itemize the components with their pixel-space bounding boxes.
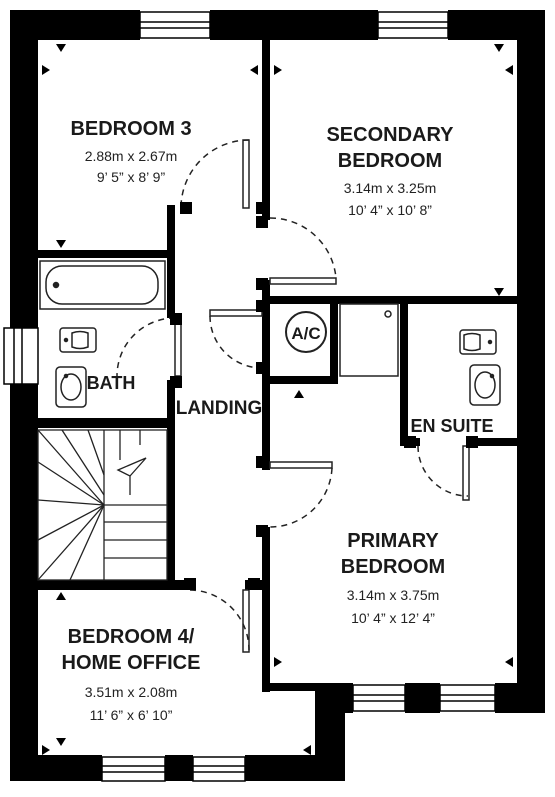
exterior-walls	[10, 10, 545, 781]
primary-name-line2: BEDROOM	[341, 556, 445, 578]
window-bath	[3, 327, 39, 385]
ac-label: A/C	[291, 324, 320, 343]
door-ensuite	[417, 445, 470, 501]
primary-imperial: 10’ 4” x 12’ 4”	[351, 610, 435, 626]
primary-metric: 3.14m x 3.75m	[347, 587, 440, 603]
bedroom4-imperial: 11’ 6” x 6’ 10”	[90, 707, 173, 723]
secondary-name-line1: SECONDARY	[326, 124, 454, 146]
window-primary-right	[439, 684, 496, 712]
door-bedroom4	[189, 589, 250, 653]
window-bedroom4-left	[101, 756, 166, 782]
windows	[3, 11, 496, 782]
window-bedroom3	[139, 11, 211, 39]
shower	[339, 303, 399, 377]
bedroom3-name: BEDROOM 3	[70, 118, 191, 140]
staircase	[37, 429, 168, 581]
window-secondary	[377, 11, 449, 39]
bedroom4-metric: 3.51m x 2.08m	[85, 684, 178, 700]
window-primary-left	[352, 684, 406, 712]
secondary-metric: 3.14m x 3.25m	[344, 180, 437, 196]
basin-ensuite	[469, 364, 501, 406]
bathtub	[39, 260, 166, 310]
interior-walls	[10, 40, 545, 692]
door-ac	[209, 309, 263, 369]
dimension-arrows	[42, 44, 513, 755]
window-bedroom4-right	[192, 756, 246, 782]
basin-bath	[55, 366, 87, 408]
ensuite-label: EN SUITE	[410, 416, 493, 436]
landing-label: LANDING	[176, 398, 263, 419]
bedroom3-metric: 2.88m x 2.67m	[85, 148, 178, 164]
door-primary	[269, 461, 333, 528]
ac-unit	[285, 311, 327, 353]
primary-name-line1: PRIMARY	[347, 530, 439, 552]
toilet-ensuite	[459, 329, 497, 355]
door-bedroom3	[180, 139, 250, 209]
bedroom3-imperial: 9’ 5” x 8’ 9”	[97, 169, 166, 185]
bedroom4-name-line1: BEDROOM 4/	[68, 626, 195, 648]
door-secondary	[269, 217, 337, 285]
bath-label: BATH	[87, 373, 136, 393]
door-nubs	[170, 202, 478, 590]
secondary-imperial: 10’ 4” x 10’ 8”	[348, 202, 432, 218]
toilet-bath	[59, 327, 97, 353]
bedroom4-name-line2: HOME OFFICE	[62, 652, 201, 674]
secondary-name-line2: BEDROOM	[338, 150, 442, 172]
